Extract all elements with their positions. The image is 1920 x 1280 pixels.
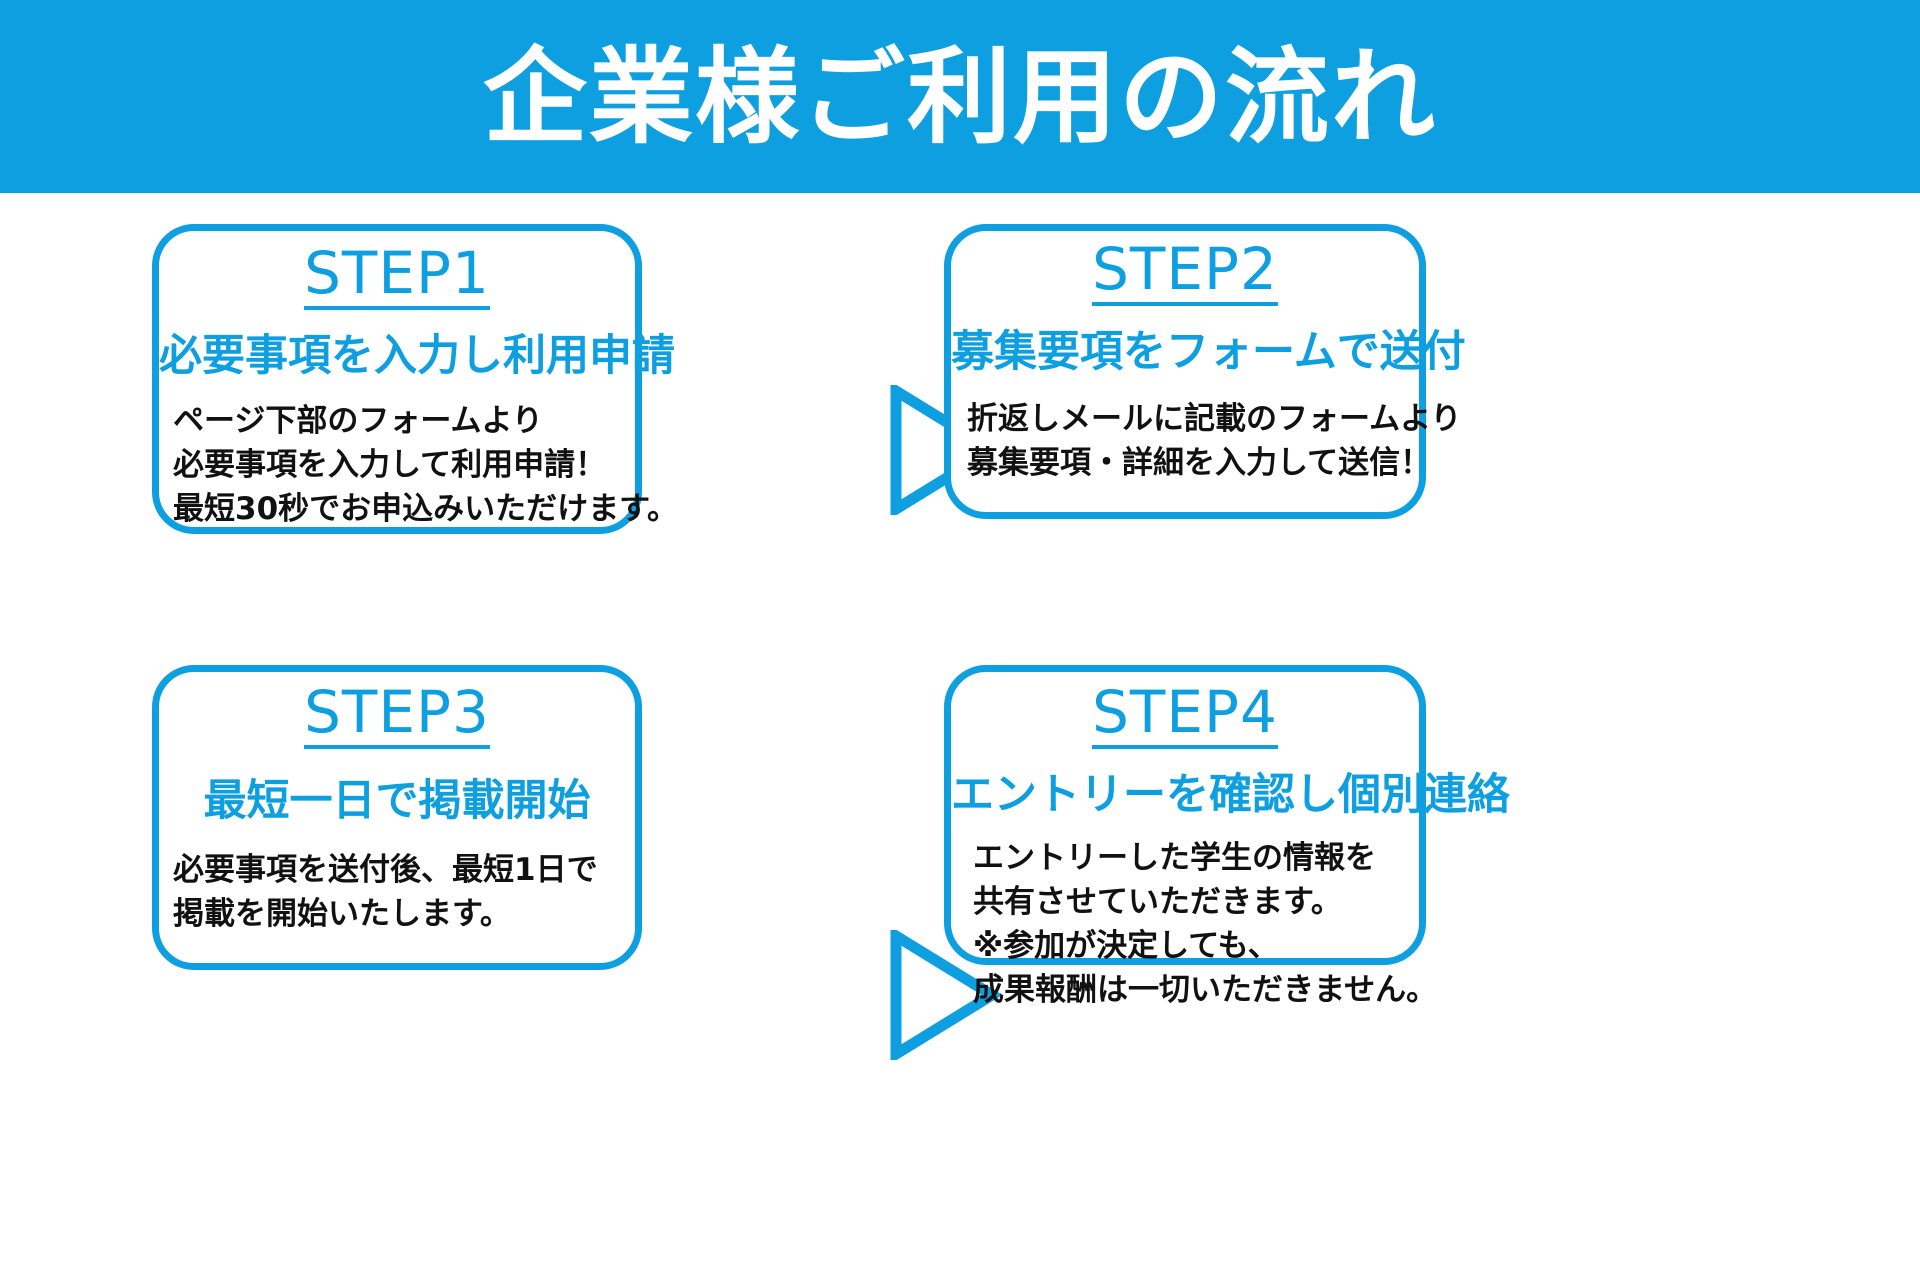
header-banner: 企業様ご利用の流れ [0, 0, 1920, 193]
step-label-1-text: STEP1 [304, 243, 490, 310]
step-card-2: STEP2 募集要項をフォームで送付 折返しメールに記載のフォームより 募集要項… [944, 224, 1466, 519]
step-label-4-text: STEP4 [1092, 682, 1278, 749]
step-body-1-line-3: 最短30秒でお申込みいただけます。 [173, 491, 679, 528]
step-heading-1: 必要事項を入力し利用申請 [159, 330, 675, 381]
step-body-4-line-2: 共有させていただきます。 [973, 884, 1342, 921]
step-body-1-line-1: ページ下部のフォームより [173, 403, 543, 440]
step-label-3: STEP3 [159, 682, 635, 749]
step-body-3-line-2: 掲載を開始いたします。 [173, 896, 511, 933]
arrow-step3-to-step4-icon [888, 926, 1003, 1064]
step-body-3: 必要事項を送付後、最短1日で 掲載を開始いたします。 [159, 848, 635, 936]
step-body-4-line-3: ※参加が決定しても、 [973, 928, 1279, 965]
step-body-2: 折返しメールに記載のフォームより 募集要項・詳細を入力して送信！ [951, 397, 1462, 485]
step-label-4: STEP4 [951, 682, 1419, 749]
step-body-3-line-1: 必要事項を送付後、最短1日で [173, 852, 598, 889]
step-card-1: STEP1 必要事項を入力し利用申請 ページ下部のフォームより 必要事項を入力し… [152, 224, 679, 534]
step-body-4: エントリーした学生の情報を 共有させていただきます。 ※参加が決定しても、 成果… [951, 836, 1438, 1012]
step-label-2-text: STEP2 [1092, 239, 1278, 306]
step-body-1-line-2: 必要事項を入力して利用申請！ [173, 447, 607, 484]
step-card-3: STEP3 最短一日で掲載開始 必要事項を送付後、最短1日で 掲載を開始いたしま… [152, 665, 642, 970]
step-body-4-line-1: エントリーした学生の情報を [973, 840, 1376, 877]
step-label-2: STEP2 [951, 239, 1419, 306]
step-body-2-line-1: 折返しメールに記載のフォームより [967, 401, 1462, 438]
step-label-1: STEP1 [159, 243, 635, 310]
step-body-4-line-4: 成果報酬は一切いただきません。 [973, 972, 1438, 1009]
step-body-2-line-2: 募集要項・詳細を入力して送信！ [967, 445, 1432, 482]
step-label-3-text: STEP3 [304, 682, 490, 749]
step-heading-3: 最短一日で掲載開始 [203, 775, 591, 826]
page-title: 企業様ご利用の流れ [482, 35, 1437, 158]
step-heading-2: 募集要項をフォームで送付 [951, 326, 1466, 377]
step-body-1: ページ下部のフォームより 必要事項を入力して利用申請！ 最短30秒でお申込みいた… [159, 399, 679, 531]
step-heading-4: エントリーを確認し個別連絡 [951, 769, 1510, 820]
step-card-4: STEP4 エントリーを確認し個別連絡 エントリーした学生の情報を 共有させてい… [944, 665, 1510, 1008]
